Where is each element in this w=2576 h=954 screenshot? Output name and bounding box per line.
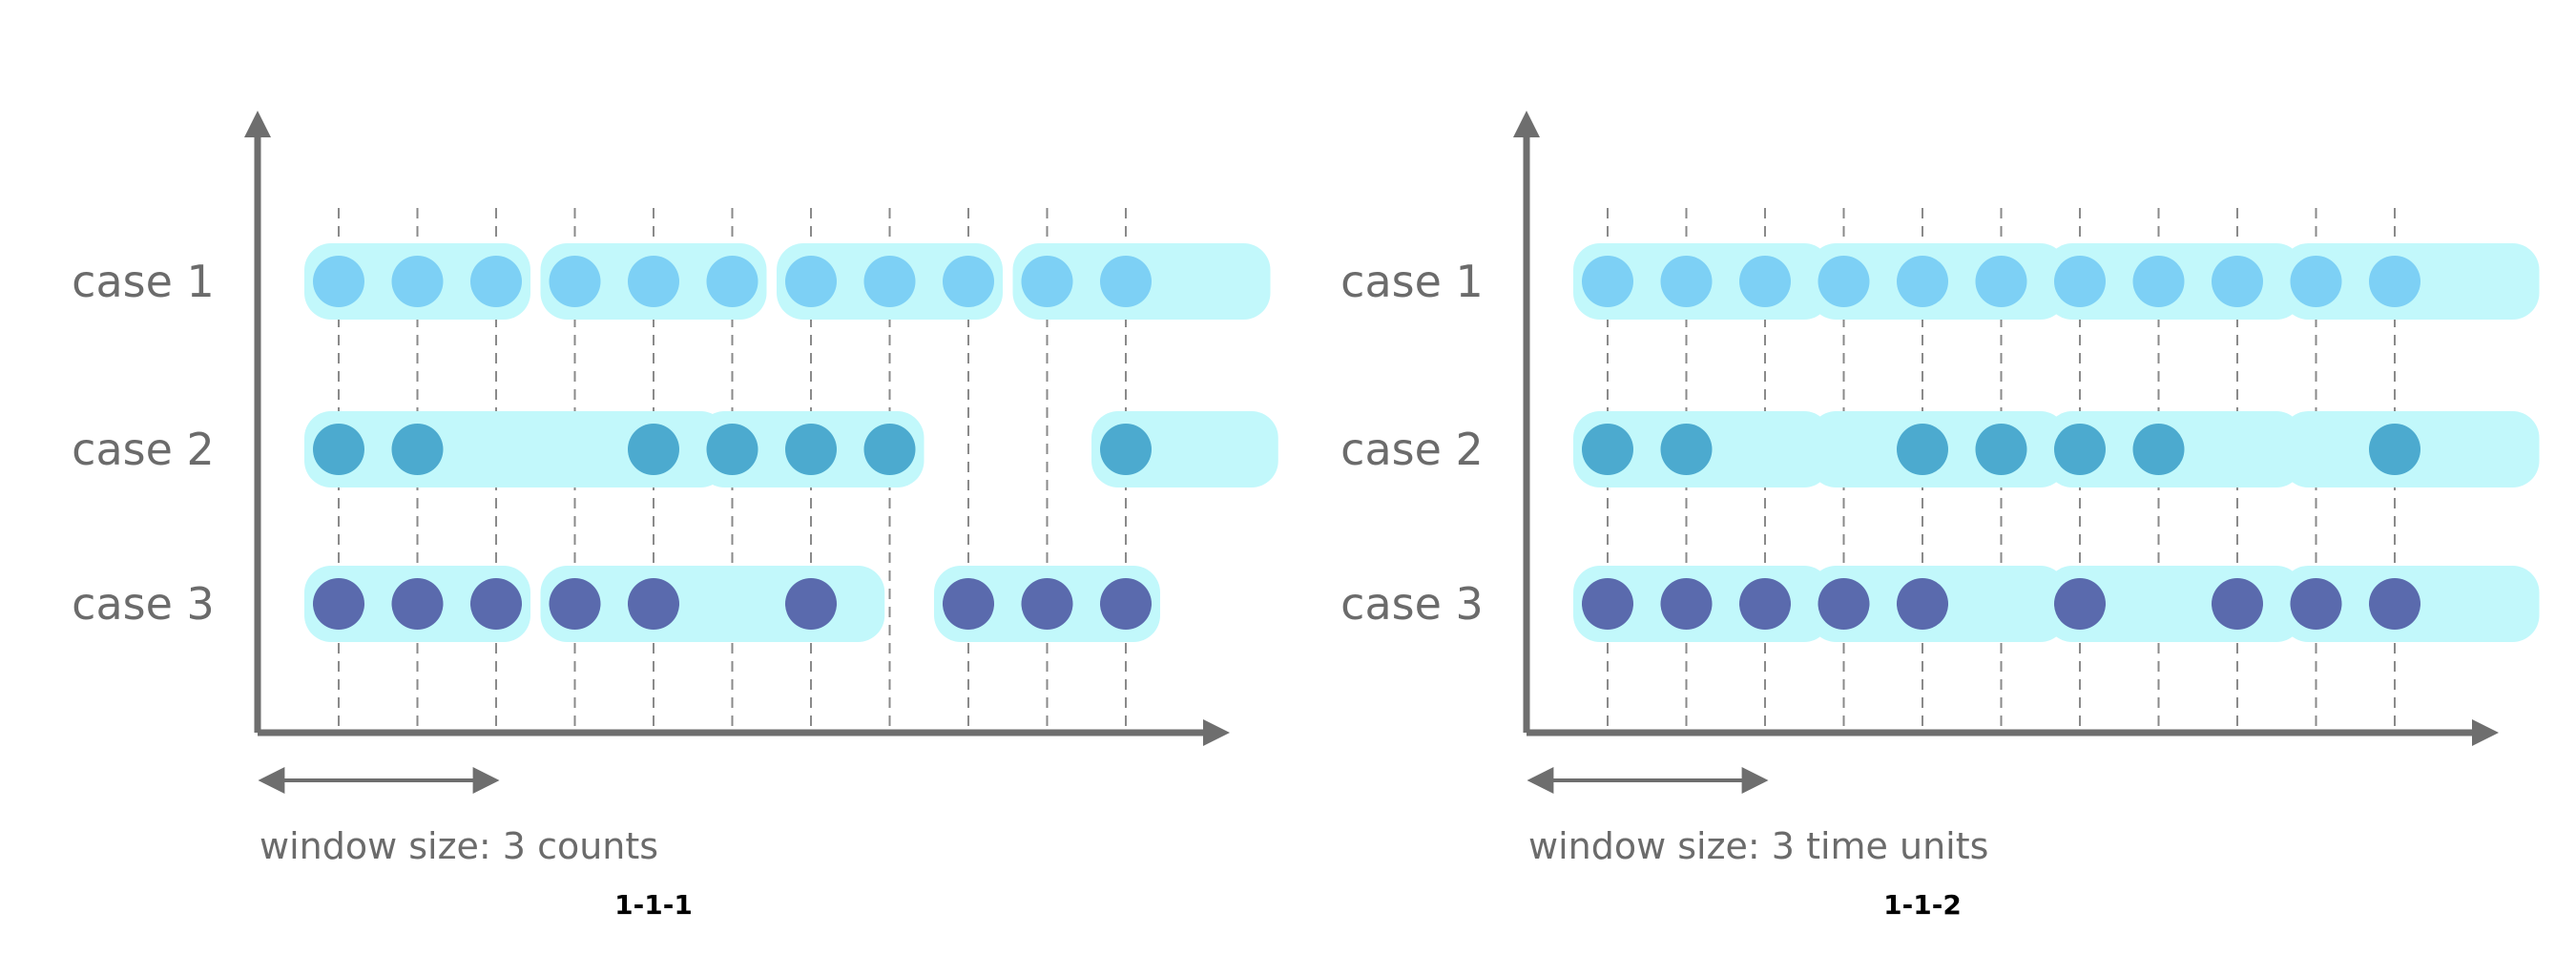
event-dot bbox=[2054, 424, 2106, 475]
event-dot bbox=[1100, 578, 1152, 630]
event-dot bbox=[1897, 578, 1948, 630]
event-dot bbox=[706, 256, 758, 307]
event-dot bbox=[628, 256, 679, 307]
case-1-label: case 1 bbox=[72, 256, 215, 307]
event-dot bbox=[1660, 256, 1713, 307]
event-dot bbox=[313, 424, 364, 475]
event-dots bbox=[313, 256, 1152, 630]
event-dot bbox=[1818, 578, 1870, 630]
event-dot bbox=[470, 578, 522, 630]
window-size-caption: window size: 3 time units bbox=[1528, 825, 1988, 867]
event-dot bbox=[2369, 424, 2420, 475]
event-dot bbox=[1660, 424, 1713, 475]
event-dot bbox=[1739, 256, 1791, 307]
event-dot bbox=[2212, 256, 2263, 307]
event-dot bbox=[785, 256, 837, 307]
event-dot bbox=[628, 424, 679, 475]
event-dot bbox=[2369, 578, 2420, 630]
axes bbox=[244, 111, 1230, 746]
event-dot bbox=[313, 578, 364, 630]
panel-count-window: case 1 case 2 case 3 window size: 3 coun… bbox=[72, 111, 1278, 921]
case-2-label: case 2 bbox=[1340, 424, 1484, 475]
event-dot bbox=[1582, 256, 1633, 307]
event-dot bbox=[2369, 256, 2420, 307]
event-dot bbox=[1897, 256, 1948, 307]
event-dot bbox=[391, 578, 444, 630]
event-dot bbox=[2132, 256, 2185, 307]
event-dot bbox=[391, 424, 444, 475]
event-dot bbox=[943, 578, 994, 630]
event-dot bbox=[1975, 424, 2027, 475]
event-dot bbox=[706, 424, 758, 475]
axes bbox=[1513, 111, 2499, 746]
event-dot bbox=[2290, 578, 2342, 630]
event-dot bbox=[2054, 256, 2106, 307]
event-dots bbox=[1582, 256, 2420, 630]
panel-time-window: case 1 case 2 case 3 window size: 3 time… bbox=[1340, 111, 2540, 921]
event-dot bbox=[1100, 424, 1152, 475]
case-3-label: case 3 bbox=[72, 578, 215, 630]
case-3-label: case 3 bbox=[1340, 578, 1484, 630]
figure-id: 1-1-2 bbox=[1883, 889, 1962, 921]
event-dot bbox=[1021, 256, 1073, 307]
event-dot bbox=[391, 256, 444, 307]
event-dot bbox=[943, 256, 994, 307]
event-dot bbox=[549, 256, 601, 307]
event-dot bbox=[2132, 424, 2185, 475]
case-1-label: case 1 bbox=[1340, 256, 1484, 307]
event-dot bbox=[1660, 578, 1713, 630]
event-dot bbox=[2212, 578, 2263, 630]
event-dot bbox=[2054, 578, 2106, 630]
event-dot bbox=[863, 424, 916, 475]
event-dot bbox=[470, 256, 522, 307]
event-dot bbox=[628, 578, 679, 630]
event-dot bbox=[1739, 578, 1791, 630]
event-dot bbox=[863, 256, 916, 307]
event-dot bbox=[549, 578, 601, 630]
event-dot bbox=[313, 256, 364, 307]
event-dot bbox=[1975, 256, 2027, 307]
window-size-caption: window size: 3 counts bbox=[260, 825, 658, 867]
event-dot bbox=[785, 578, 837, 630]
event-dot bbox=[1582, 424, 1633, 475]
event-dot bbox=[1100, 256, 1152, 307]
event-dot bbox=[2290, 256, 2342, 307]
event-dot bbox=[1897, 424, 1948, 475]
figure-id: 1-1-1 bbox=[614, 889, 693, 921]
event-dot bbox=[1818, 256, 1870, 307]
event-dot bbox=[785, 424, 837, 475]
case-2-label: case 2 bbox=[72, 424, 215, 475]
event-dot bbox=[1021, 578, 1073, 630]
event-dot bbox=[1582, 578, 1633, 630]
